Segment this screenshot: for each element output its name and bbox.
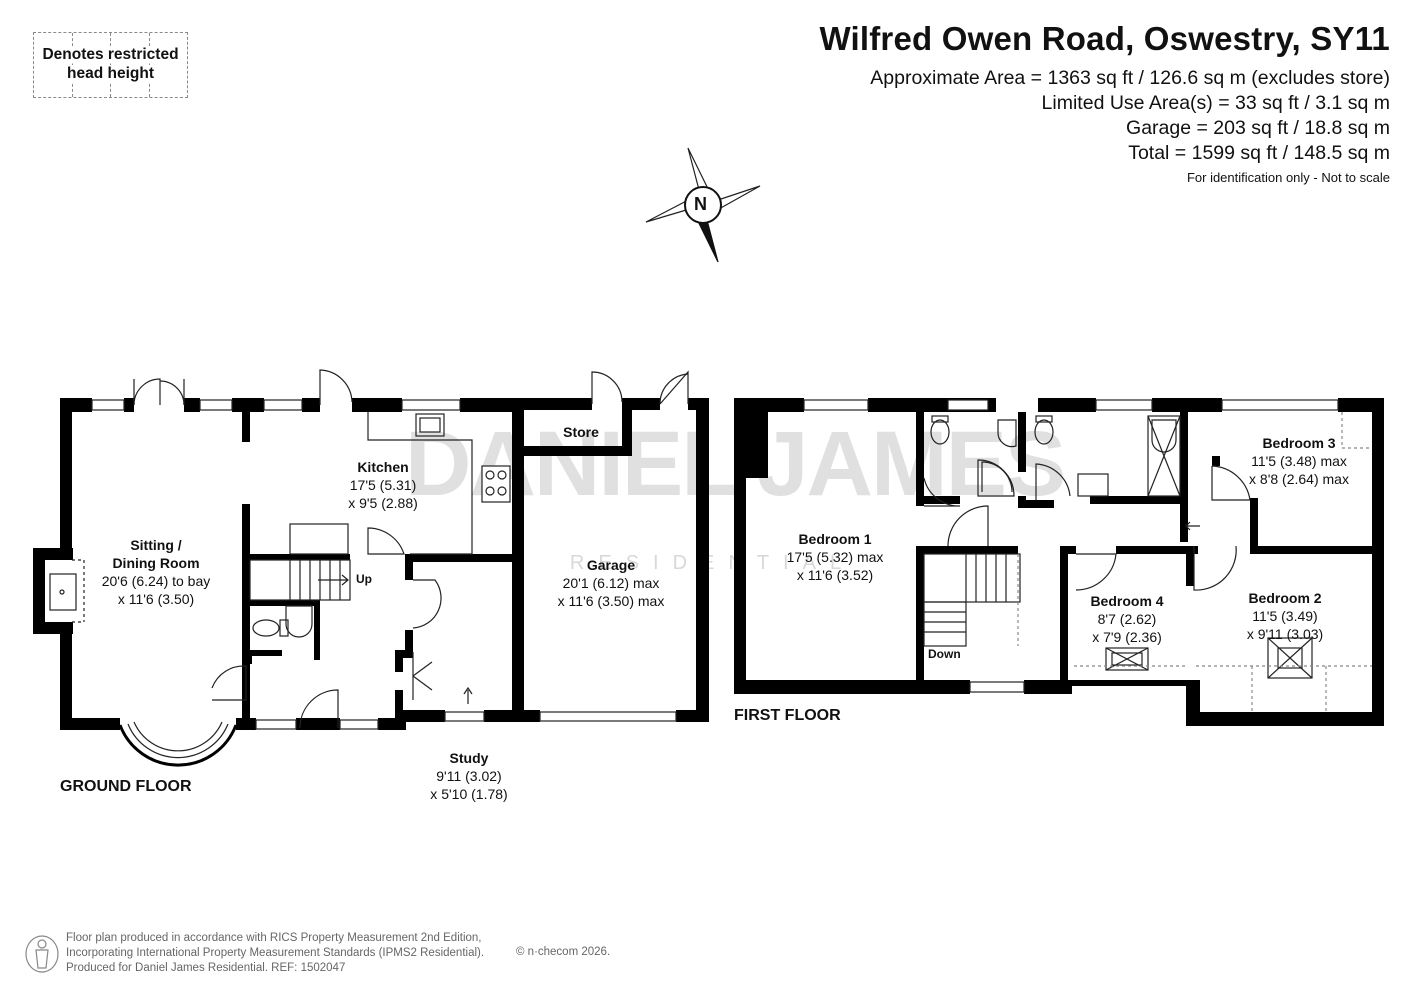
room-dim-1: 20'1 (6.12) max bbox=[562, 575, 660, 591]
room-name-1: Sitting / bbox=[130, 537, 182, 553]
footer-text: Floor plan produced in accordance with R… bbox=[66, 931, 484, 976]
room-bedroom-1: Bedroom 1 17'5 (5.32) max x 11'6 (3.52) bbox=[787, 530, 884, 584]
room-dim-1: 9'11 (3.02) bbox=[436, 768, 502, 784]
room-name: Garage bbox=[586, 557, 636, 573]
person-scale-icon bbox=[25, 935, 59, 973]
room-name-2: Dining Room bbox=[112, 555, 200, 571]
room-dim-1: 11'5 (3.48) max bbox=[1251, 453, 1347, 469]
room-kitchen: Kitchen 17'5 (5.31) x 9'5 (2.88) bbox=[348, 458, 418, 512]
stairs-up-label: Up bbox=[356, 572, 372, 586]
room-dim-2: x 11'6 (3.50) max bbox=[557, 593, 665, 609]
area-summary: Approximate Area = 1363 sq ft / 126.6 sq… bbox=[870, 66, 1390, 166]
room-name: Bedroom 1 bbox=[798, 531, 872, 547]
identification-note: For identification only - Not to scale bbox=[1186, 170, 1390, 185]
area-approx: Approximate Area = 1363 sq ft / 126.6 sq… bbox=[870, 67, 1390, 89]
area-garage: Garage = 203 sq ft / 18.8 sq m bbox=[1126, 117, 1390, 139]
footer-line-1: Floor plan produced in accordance with R… bbox=[66, 932, 482, 944]
room-name: Kitchen bbox=[357, 459, 409, 475]
room-dim-1: 20'6 (6.24) to bay bbox=[101, 573, 211, 589]
ground-floor-walls bbox=[33, 398, 709, 730]
room-bedroom-3: Bedroom 3 11'5 (3.48) max x 8'8 (2.64) m… bbox=[1249, 434, 1349, 488]
restricted-height-legend: Denotes restricted head height bbox=[33, 32, 188, 98]
area-total: Total = 1599 sq ft / 148.5 sq m bbox=[1128, 142, 1390, 164]
room-name: Bedroom 4 bbox=[1090, 593, 1164, 609]
room-name: Store bbox=[563, 424, 599, 440]
room-dim-1: 17'5 (5.31) bbox=[349, 477, 417, 493]
compass-north-label: N bbox=[694, 194, 707, 214]
room-study: Study 9'11 (3.02) x 5'10 (1.78) bbox=[430, 749, 507, 803]
room-dim-1: 8'7 (2.62) bbox=[1097, 611, 1157, 627]
room-name: Bedroom 2 bbox=[1248, 590, 1322, 606]
room-dim-2: x 7'9 (2.36) bbox=[1092, 629, 1162, 645]
room-store: Store bbox=[563, 423, 599, 441]
room-name: Bedroom 3 bbox=[1262, 435, 1336, 451]
first-floor-label: FIRST FLOOR bbox=[734, 707, 841, 724]
first-floor-fixtures bbox=[803, 399, 1372, 712]
footer-line-2: Incorporating International Property Mea… bbox=[66, 947, 485, 959]
room-dim-2: x 8'8 (2.64) max bbox=[1249, 471, 1349, 487]
footer-line-3: Produced for Daniel James Residential. R… bbox=[66, 962, 346, 974]
room-dim-2: x 9'5 (2.88) bbox=[348, 495, 418, 511]
room-dim-2: x 11'6 (3.50) bbox=[117, 591, 195, 607]
room-garage: Garage 20'1 (6.12) max x 11'6 (3.50) max bbox=[558, 556, 665, 610]
ground-floor-label: GROUND FLOOR bbox=[60, 778, 192, 795]
room-dim-2: x 9'11 (3.03) bbox=[1246, 626, 1324, 642]
first-floor-walls bbox=[734, 398, 1384, 726]
copyright-text: © n·checom 2026. bbox=[516, 946, 611, 958]
room-bedroom-2: Bedroom 2 11'5 (3.49) x 9'11 (3.03) bbox=[1247, 589, 1323, 643]
room-dim-2: x 5'10 (1.78) bbox=[430, 786, 508, 802]
property-title: Wilfred Owen Road, Oswestry, SY11 bbox=[819, 20, 1390, 57]
stairs-down-label: Down bbox=[928, 647, 961, 661]
ground-floor-fixtures bbox=[49, 369, 689, 767]
room-dim-2: x 11'6 (3.52) bbox=[796, 567, 874, 583]
legend-line-2: head height bbox=[66, 65, 155, 82]
room-bedroom-4: Bedroom 4 8'7 (2.62) x 7'9 (2.36) bbox=[1090, 592, 1163, 646]
room-name: Study bbox=[449, 750, 489, 766]
compass-icon bbox=[645, 147, 761, 263]
legend-line-1: Denotes restricted bbox=[41, 46, 180, 63]
area-limited-use: Limited Use Area(s) = 33 sq ft / 3.1 sq … bbox=[1041, 92, 1390, 114]
room-sitting-dining: Sitting / Dining Room 20'6 (6.24) to bay… bbox=[102, 536, 211, 608]
room-dim-1: 17'5 (5.32) max bbox=[786, 549, 884, 565]
room-dim-1: 11'5 (3.49) bbox=[1252, 608, 1318, 624]
